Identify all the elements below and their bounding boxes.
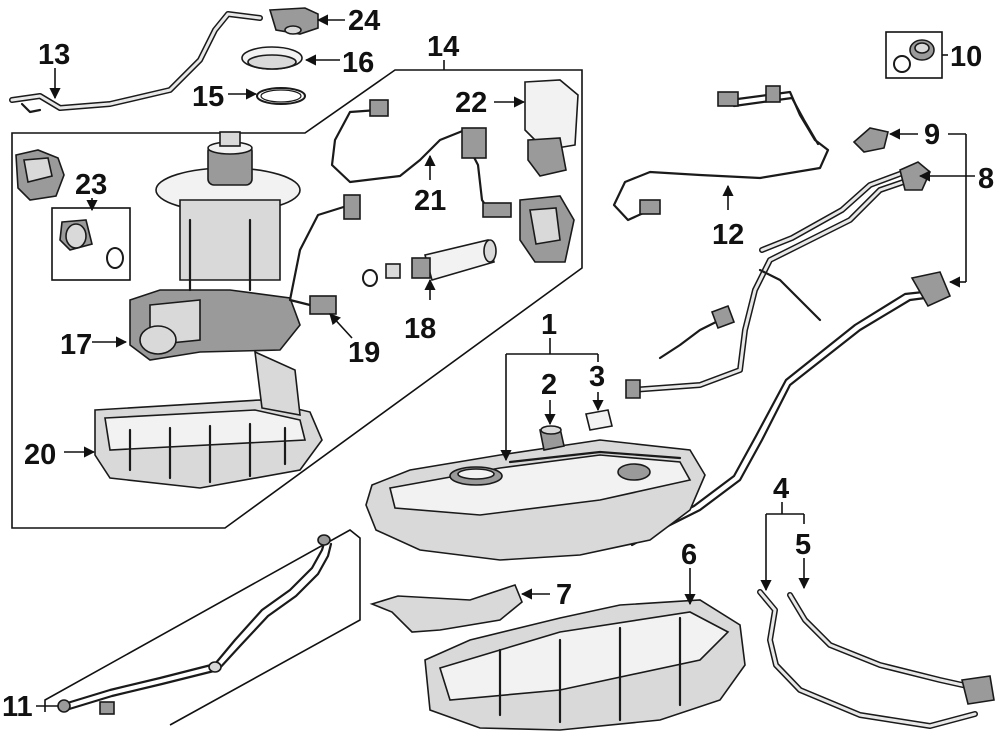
- skid-plate-part-6: [424, 599, 746, 731]
- callout-8: 8: [978, 163, 994, 195]
- fuel-tank-part-1: [365, 439, 706, 561]
- callout-18: 18: [404, 313, 436, 345]
- harness-part-21: [330, 99, 512, 218]
- callout-14: 14: [427, 31, 459, 63]
- reservoir-part-20: [94, 350, 323, 489]
- callout-23: 23: [75, 169, 107, 201]
- callout-1: 1: [541, 309, 557, 341]
- heat-shield-part-7: [369, 584, 523, 633]
- callout-10: 10: [950, 41, 982, 73]
- pump-module-part-17: [129, 131, 301, 361]
- filler-neck-part-8: [625, 161, 931, 399]
- fuel-cap-part-10: [885, 31, 943, 79]
- callout-3: 3: [589, 361, 605, 393]
- callout-19: 19: [348, 337, 380, 369]
- tank-valve-part-2: [539, 425, 565, 451]
- clamp-part-9: [852, 127, 889, 153]
- cap-part-24: [268, 7, 319, 35]
- callout-11: 11: [2, 691, 33, 723]
- callout-15: 15: [192, 81, 224, 113]
- leader-lines: [36, 14, 975, 707]
- sender-unit-part-22: [519, 79, 579, 263]
- callout-6: 6: [681, 539, 697, 571]
- callout-16: 16: [342, 47, 374, 79]
- tank-strap-part-4: [757, 589, 978, 729]
- vent-tube-part-13: [9, 11, 263, 114]
- callout-4: 4: [773, 473, 789, 505]
- callout-24: 24: [348, 5, 380, 37]
- pump-harness-part-19: [288, 194, 361, 315]
- callout-5: 5: [795, 529, 811, 561]
- callout-22: 22: [455, 87, 487, 119]
- harness-part-12: [612, 85, 830, 222]
- callout-13: 13: [38, 39, 70, 71]
- callout-2: 2: [541, 369, 557, 401]
- tank-pad-part-3: [585, 409, 613, 431]
- callout-20: 20: [24, 439, 56, 471]
- callout-9: 9: [924, 119, 940, 151]
- tank-strap-part-5: [787, 592, 995, 705]
- gasket-part-15: [256, 87, 306, 105]
- callout-12: 12: [712, 219, 744, 251]
- retainer-ring-part-16: [241, 46, 303, 70]
- pump-module-group-frame: [11, 69, 583, 529]
- pressure-regulator-part-23: [15, 149, 131, 281]
- callout-7: 7: [556, 579, 572, 611]
- callout-21: 21: [414, 185, 446, 217]
- fuel-pump-part-18: [362, 239, 497, 287]
- callout-labels: 13 24 16 15 14 22 23 21 18 19 17 20 12 1…: [2, 5, 994, 723]
- callout-17: 17: [60, 329, 92, 361]
- fuel-line-part-11: [44, 529, 361, 726]
